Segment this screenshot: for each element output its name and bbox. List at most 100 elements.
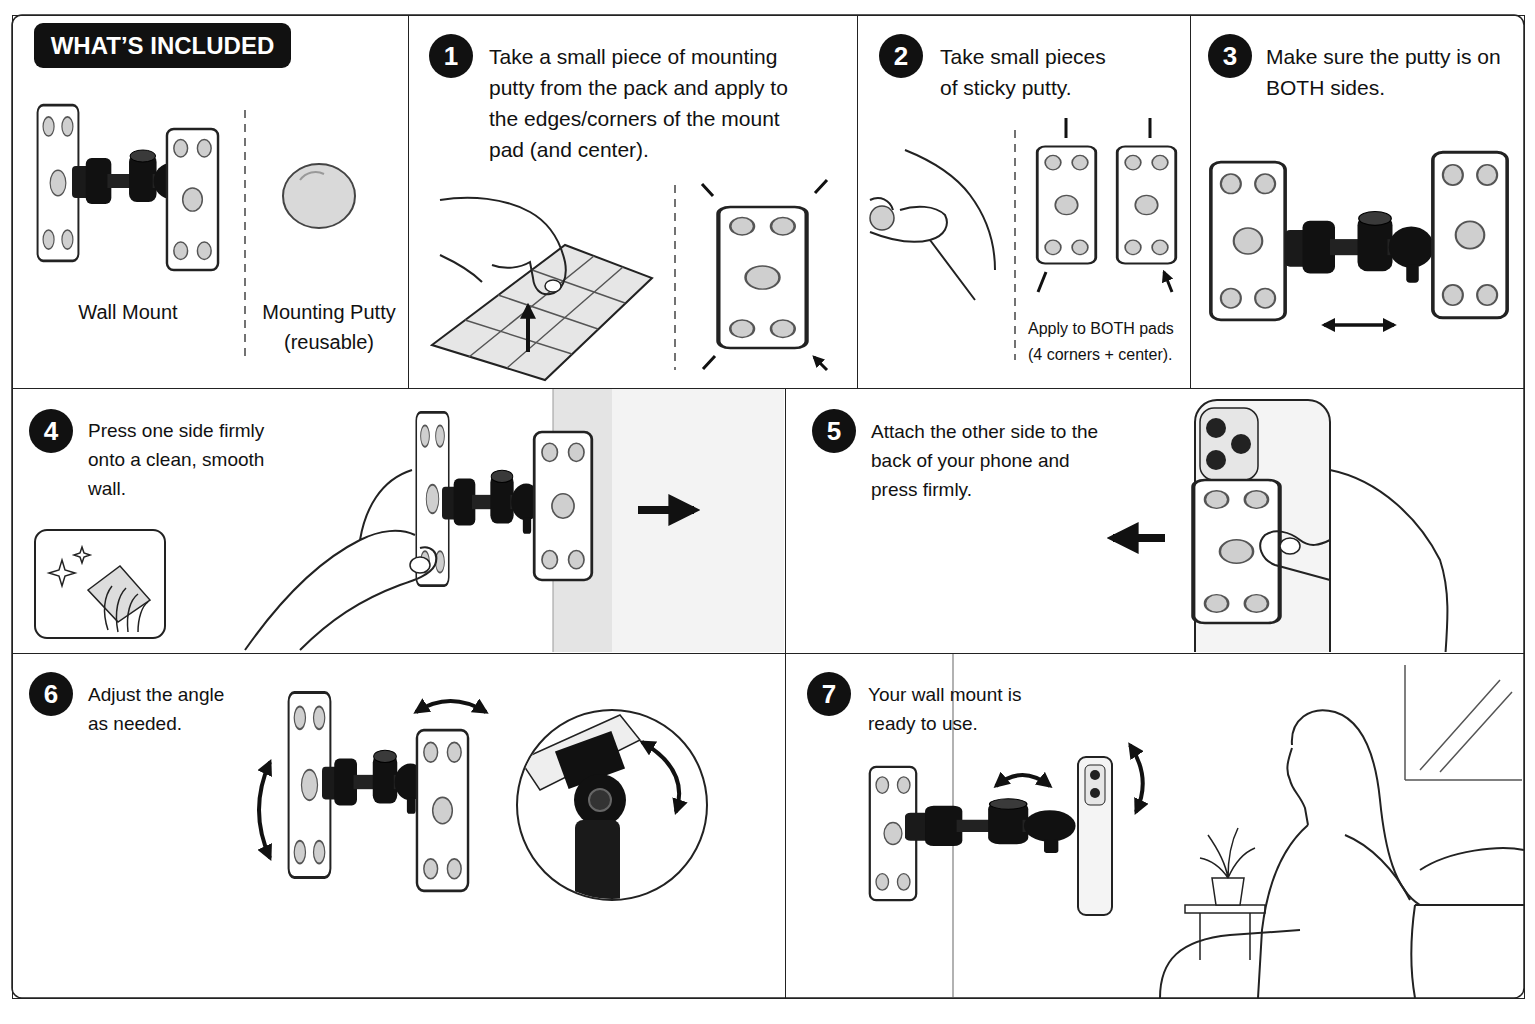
step-number: 7 (807, 672, 851, 716)
mount-pad (1117, 147, 1176, 264)
step-panel: Take small pieces of sticky putty. Apply … (857, 15, 1191, 389)
armchair (1160, 848, 1524, 998)
circle-fill (29, 409, 73, 453)
outer-frame (12, 15, 1524, 998)
hand-outline (1260, 470, 1447, 652)
step-number-circle: 3 (1208, 34, 1252, 78)
step-panel: Attach the other side to the back of you… (785, 388, 1525, 654)
camera-lens (1090, 788, 1100, 798)
included-panel: Wall Mount Mounting Putty (reusable) WHAT’… (12, 15, 409, 389)
closeup-screw (589, 789, 611, 811)
circle-fill (879, 34, 923, 78)
closeup-knob (574, 774, 626, 826)
tray-grid (465, 256, 625, 368)
wall-mount-drawing (38, 105, 218, 270)
step-number: 5 (812, 409, 856, 453)
mount-arm (905, 799, 1076, 853)
wall-mount-drawing (416, 412, 592, 585)
mount-arm (442, 470, 541, 534)
instruction-text: Adjust the angle as needed. (88, 680, 248, 738)
side-table (1185, 905, 1265, 913)
hand-outline (245, 470, 436, 650)
corner-arrows (702, 180, 827, 370)
putty-tray (432, 245, 652, 380)
instruction-text: Press one side firmly onto a clean, smoo… (88, 416, 278, 503)
note-text: Apply to BOTH pads (4 corners + center). (1028, 316, 1188, 368)
instruction-text: Attach the other side to the back of you… (871, 417, 1101, 504)
part-label: Mounting Putty (reusable) (249, 297, 409, 357)
mount-pad (167, 129, 218, 270)
joint-closeup (520, 715, 640, 910)
camera-lens (1090, 770, 1100, 780)
circle-fill (812, 409, 856, 453)
woman-body (1258, 825, 1410, 998)
step-number-circle: 5 (812, 409, 856, 453)
plant-pot (1212, 878, 1244, 905)
step-number-circle: 1 (429, 34, 473, 78)
step-number: 2 (879, 34, 923, 78)
step-number-circle: 7 (807, 672, 851, 716)
camera-bump (1085, 765, 1105, 805)
step-panel: Make sure the putty is on BOTH sides. 3 (1190, 15, 1525, 389)
putty-highlight (300, 172, 324, 180)
mount-pad (1193, 480, 1279, 623)
mount-pad (1433, 152, 1507, 317)
circle-fill (807, 672, 851, 716)
phone-drawing (1193, 400, 1447, 652)
mount-pad (1211, 162, 1285, 320)
wall-surface (612, 389, 784, 652)
instruction-text: Take small pieces of sticky putty. (940, 41, 1125, 103)
instruction-text: Make sure the putty is on BOTH sides. (1266, 41, 1518, 103)
fingernail (410, 557, 430, 573)
step-number-circle: 6 (29, 672, 73, 716)
phone-body (1078, 757, 1112, 915)
mount-pad (534, 432, 592, 580)
fingernail (545, 280, 561, 292)
step-panel: Your wall mount is ready to use. 7 (785, 653, 1525, 999)
wiping-hand (105, 586, 148, 632)
camera-lens (1206, 450, 1226, 470)
putty-piece (870, 206, 894, 230)
mount-pad (718, 207, 806, 348)
rotate-arrow (259, 762, 270, 858)
press-arrow (638, 506, 694, 514)
table-legs (1200, 913, 1250, 960)
woman-face (1287, 748, 1308, 825)
camera-lens (1231, 434, 1251, 454)
step-number: 1 (429, 34, 473, 78)
clean-icon-box (35, 530, 165, 638)
rotate-arrow (642, 742, 679, 812)
part-label: Wall Mount (53, 297, 203, 327)
step-panel: Press one side firmly onto a clean, smoo… (12, 388, 786, 654)
both-sides-arrow (1324, 323, 1394, 327)
step-panel: Take a small piece of mounting putty fro… (408, 15, 858, 389)
circle-fill (29, 672, 73, 716)
instruction-text: Take a small piece of mounting putty fro… (489, 41, 809, 165)
sparkle-icon (49, 547, 90, 586)
woman-hair (1292, 710, 1420, 905)
step-number: 3 (1208, 34, 1252, 78)
closeup-plate (520, 715, 640, 790)
circle-fill (429, 34, 473, 78)
mount-pad (417, 730, 468, 891)
putty-ball (283, 164, 355, 228)
wall-mount-drawing (289, 693, 468, 891)
divider-line (1014, 130, 1016, 360)
rotate-arrow (996, 775, 1050, 786)
mount-pad (1037, 147, 1096, 264)
attach-arrow (1113, 534, 1165, 542)
divider-line (244, 110, 246, 360)
instruction-text: Your wall mount is ready to use. (868, 680, 1038, 738)
mount-arm (322, 750, 426, 814)
step-number-circle: 2 (879, 34, 923, 78)
closeup-arm (575, 820, 620, 910)
rotate-arrow (1130, 745, 1143, 812)
title-text: WHAT’S INCLUDED (34, 23, 291, 68)
plant-leaves (1200, 828, 1255, 878)
lift-arrow (526, 306, 530, 352)
step-number: 4 (29, 409, 73, 453)
step-number-circle: 4 (29, 409, 73, 453)
apply-arrows (1038, 118, 1172, 292)
fingernail (1280, 538, 1300, 554)
